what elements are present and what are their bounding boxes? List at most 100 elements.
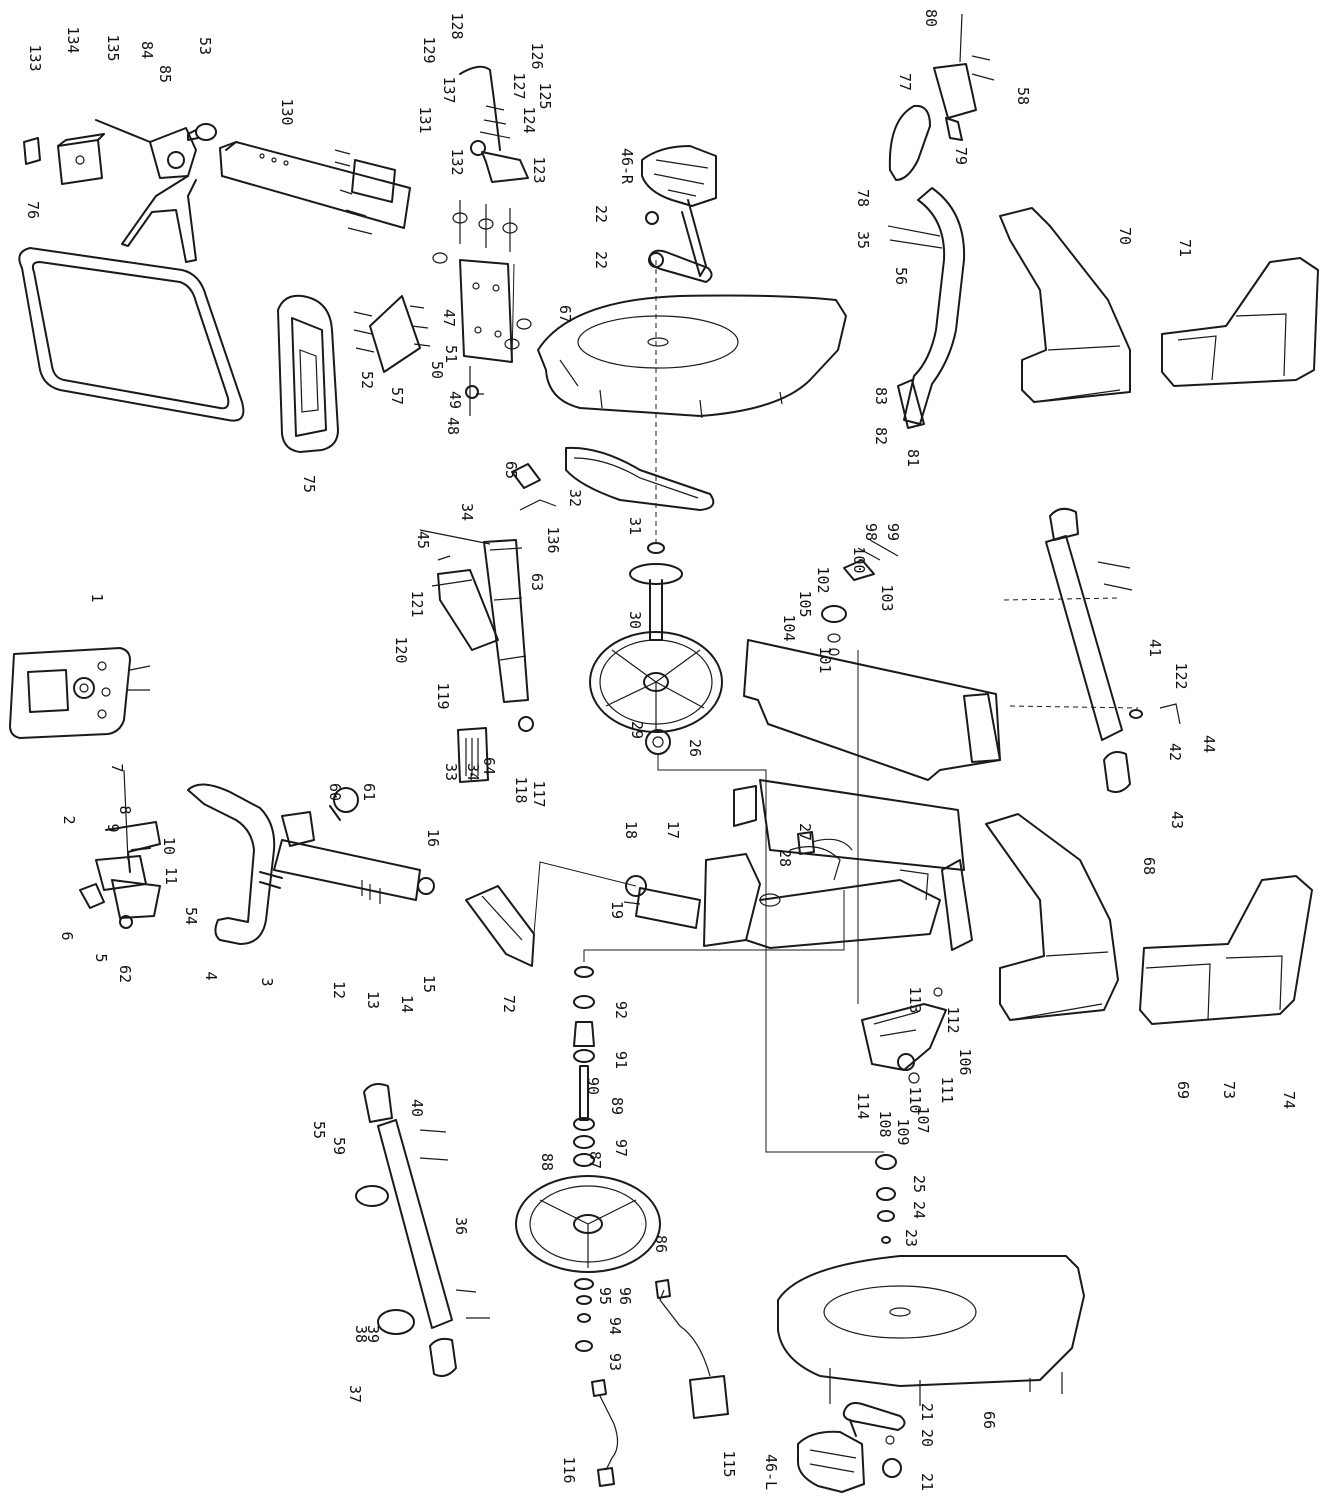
part-label-p126: 126 bbox=[528, 42, 546, 69]
part-label-p53: 53 bbox=[196, 37, 214, 55]
part-label-p11: 11 bbox=[162, 867, 180, 885]
parts-drawing bbox=[9, 13, 1319, 1493]
part-label-p21b: 21 bbox=[918, 1473, 936, 1491]
part-label-p121: 121 bbox=[408, 590, 426, 617]
part-label-p132: 132 bbox=[448, 148, 466, 175]
part-label-p26: 26 bbox=[686, 739, 704, 757]
part-label-p94: 94 bbox=[606, 1317, 624, 1335]
part-label-p90: 90 bbox=[584, 1077, 602, 1095]
part-label-p76: 76 bbox=[24, 201, 42, 219]
part-66-left-cover bbox=[777, 1255, 1085, 1406]
part-label-p84: 84 bbox=[138, 41, 156, 59]
part-label-p127: 127 bbox=[510, 72, 528, 99]
part-label-p13: 13 bbox=[364, 991, 382, 1009]
part-label-p95: 95 bbox=[596, 1287, 614, 1305]
part-106-idler-assembly bbox=[861, 987, 947, 1084]
part-36-front-stabilizer bbox=[355, 1083, 490, 1377]
part-label-p104: 104 bbox=[780, 614, 798, 641]
part-label-p8: 8 bbox=[116, 805, 134, 814]
part-label-p10: 10 bbox=[160, 837, 178, 855]
part-22-crank-right bbox=[645, 211, 713, 283]
part-52-seat-bracket bbox=[353, 295, 431, 373]
part-label-p37: 37 bbox=[346, 1385, 364, 1403]
part-label-p57: 57 bbox=[388, 387, 406, 405]
part-label-p56: 56 bbox=[892, 267, 910, 285]
part-label-p86: 86 bbox=[652, 1235, 670, 1253]
part-label-p15: 15 bbox=[420, 975, 438, 993]
part-label-p101: 101 bbox=[816, 646, 834, 673]
part-label-p17: 17 bbox=[664, 821, 682, 839]
part-83-handle-tube bbox=[887, 187, 966, 429]
part-1-console bbox=[9, 647, 151, 739]
part-label-p27: 27 bbox=[796, 823, 814, 841]
part-130-seat-rail bbox=[219, 141, 411, 235]
part-label-p34a: 34 bbox=[458, 503, 476, 521]
part-main-frame bbox=[703, 639, 1001, 951]
part-label-p59: 59 bbox=[330, 1137, 348, 1155]
part-75-seat-pad bbox=[277, 294, 339, 453]
part-label-p85: 85 bbox=[156, 65, 174, 83]
part-label-p122: 122 bbox=[1172, 662, 1190, 689]
part-label-p103: 103 bbox=[878, 584, 896, 611]
part-label-p61: 61 bbox=[360, 783, 378, 801]
part-label-p113: 113 bbox=[906, 986, 924, 1013]
part-label-p25: 25 bbox=[910, 1175, 928, 1193]
part-17-post-sleeve bbox=[623, 875, 701, 929]
part-label-p5: 5 bbox=[92, 953, 110, 962]
part-label-p73: 73 bbox=[1220, 1081, 1238, 1099]
part-label-p6: 6 bbox=[58, 931, 76, 940]
part-label-p89: 89 bbox=[608, 1097, 626, 1115]
part-68-shroud bbox=[985, 813, 1119, 1021]
part-label-p22b: 22 bbox=[592, 251, 610, 269]
assembly-line-rear bbox=[1009, 705, 1139, 709]
part-69-shroud bbox=[1139, 875, 1313, 1025]
part-label-p46R: 46-R bbox=[618, 148, 636, 185]
part-label-p39: 39 bbox=[364, 1325, 382, 1343]
part-label-p54: 54 bbox=[182, 907, 200, 925]
part-label-p105: 105 bbox=[796, 590, 814, 617]
part-label-p118: 118 bbox=[512, 776, 530, 803]
part-label-p79: 79 bbox=[952, 147, 970, 165]
part-label-p14: 14 bbox=[398, 995, 416, 1013]
part-label-p108: 108 bbox=[876, 1110, 894, 1137]
part-label-p87: 87 bbox=[586, 1151, 604, 1169]
part-label-p45: 45 bbox=[414, 531, 432, 549]
part-label-p78: 78 bbox=[854, 189, 872, 207]
part-label-p99: 99 bbox=[884, 523, 902, 541]
part-label-p65: 65 bbox=[502, 461, 520, 479]
part-label-p22a: 22 bbox=[592, 205, 610, 223]
part-134-bracket bbox=[57, 133, 105, 185]
part-120-tension-assembly bbox=[419, 499, 557, 783]
part-label-p31: 31 bbox=[626, 517, 644, 535]
part-label-p33: 33 bbox=[442, 763, 460, 781]
part-label-p1: 1 bbox=[88, 593, 106, 602]
part-label-p62: 62 bbox=[116, 965, 134, 983]
part-label-p123: 123 bbox=[530, 156, 548, 183]
part-46L-pedal bbox=[797, 1419, 865, 1493]
part-label-p12: 12 bbox=[330, 981, 348, 999]
part-67-right-cover bbox=[537, 294, 847, 419]
assembly-line-bearing bbox=[657, 754, 884, 1153]
part-86-flywheel bbox=[515, 1175, 661, 1273]
part-label-p66: 66 bbox=[980, 1411, 998, 1429]
part-label-p34b: 34 bbox=[464, 763, 482, 781]
part-label-p124: 124 bbox=[520, 106, 538, 133]
part-label-p16: 16 bbox=[424, 829, 442, 847]
part-label-p18: 18 bbox=[622, 821, 640, 839]
part-label-p24: 24 bbox=[910, 1201, 928, 1219]
part-label-p77: 77 bbox=[896, 73, 914, 91]
part-label-p58: 58 bbox=[1014, 87, 1032, 105]
part-5-adjuster-block bbox=[79, 879, 161, 929]
part-72-shroud bbox=[465, 885, 535, 967]
part-label-p55: 55 bbox=[310, 1121, 328, 1139]
part-label-p117: 117 bbox=[530, 780, 548, 807]
part-label-p81: 81 bbox=[904, 449, 922, 467]
part-label-p88: 88 bbox=[538, 1153, 556, 1171]
part-label-p64: 64 bbox=[480, 757, 498, 775]
assembly-line-flywheel bbox=[583, 890, 845, 962]
part-label-p72: 72 bbox=[500, 995, 518, 1013]
part-label-p63: 63 bbox=[528, 573, 546, 591]
part-label-p49: 49 bbox=[446, 391, 464, 409]
